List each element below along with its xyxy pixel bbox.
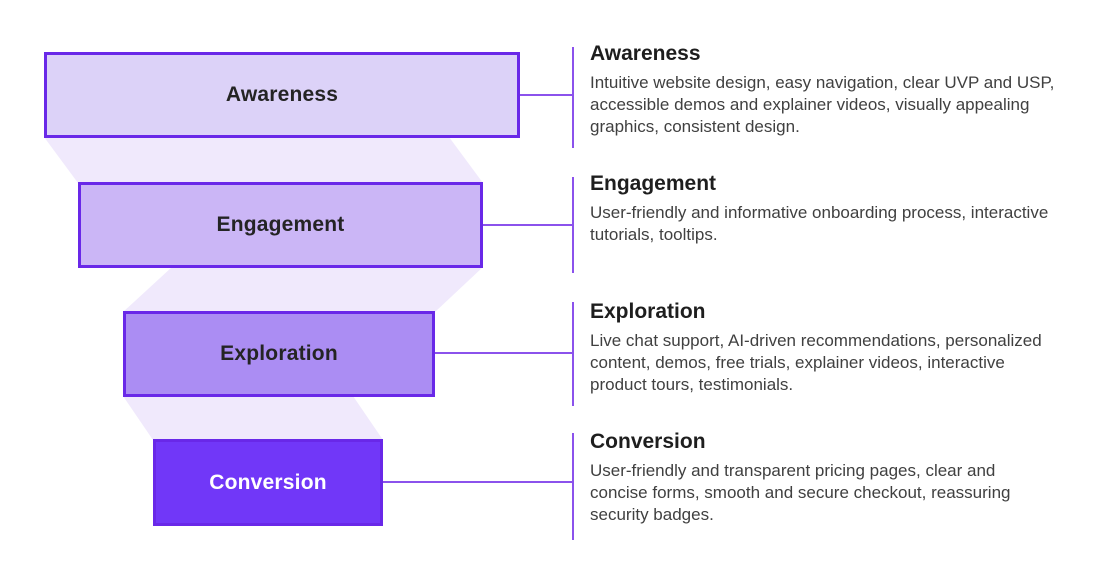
detail-panel-exploration: Exploration Live chat support, AI-driven… [590, 300, 1055, 396]
detail-panel-conversion: Conversion User-friendly and transparent… [590, 430, 1055, 526]
detail-title-awareness: Awareness [590, 42, 701, 65]
detail-description-exploration: Live chat support, AI-driven recommendat… [590, 331, 1042, 394]
leader-line-engagement [483, 224, 574, 226]
detail-title-engagement: Engagement [590, 172, 717, 195]
connector-exploration-conversion [123, 396, 383, 440]
detail-title-exploration: Exploration [590, 300, 706, 323]
detail-rail-exploration [572, 302, 574, 406]
connector-engagement-exploration [123, 267, 483, 312]
detail-panel-engagement: Engagement User-friendly and informative… [590, 172, 1055, 246]
funnel-stage-box-engagement: Engagement [78, 182, 483, 268]
stage-label-engagement: Engagement [216, 213, 345, 236]
funnel-stage-box-conversion: Conversion [153, 439, 383, 526]
leader-line-exploration [435, 352, 574, 354]
detail-description-engagement: User-friendly and informative onboarding… [590, 203, 1049, 244]
detail-description-conversion: User-friendly and transparent pricing pa… [590, 461, 1011, 524]
detail-rail-conversion [572, 433, 574, 540]
leader-line-awareness [520, 94, 574, 96]
detail-title-conversion: Conversion [590, 430, 706, 453]
detail-rail-awareness [572, 47, 574, 148]
connector-awareness-engagement [44, 137, 483, 183]
funnel-stage-box-exploration: Exploration [123, 311, 435, 397]
stage-label-exploration: Exploration [220, 342, 338, 365]
detail-description-awareness: Intuitive website design, easy navigatio… [590, 73, 1055, 136]
funnel-stage-box-awareness: Awareness [44, 52, 520, 138]
stage-label-awareness: Awareness [225, 83, 339, 106]
detail-panel-awareness: Awareness Intuitive website design, easy… [590, 42, 1055, 138]
leader-line-conversion [383, 481, 574, 483]
detail-rail-engagement [572, 177, 574, 273]
stage-label-conversion: Conversion [209, 470, 327, 494]
